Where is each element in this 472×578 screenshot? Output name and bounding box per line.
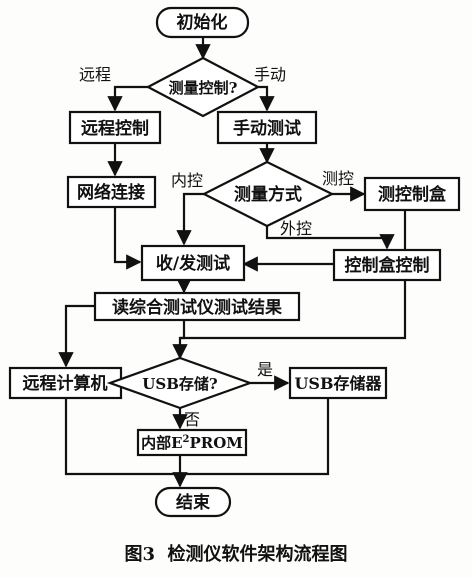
label-internal: 内控	[171, 171, 203, 190]
edge-remote-branch	[107, 85, 148, 112]
box-internal-eeprom-label: 内部E2PROM	[141, 434, 243, 452]
node-start: 初始化	[155, 6, 250, 39]
eeprom-superscript: 2	[183, 434, 190, 445]
edge-manual-branch	[258, 85, 275, 112]
label-yes: 是	[257, 360, 273, 379]
label-remote: 远程	[79, 65, 111, 84]
figure-caption: 图3 检测仪软件架构流程图	[124, 543, 347, 565]
decision-measure-control-label: 测量控制?	[169, 79, 238, 97]
node-end: 结束	[154, 486, 232, 518]
box-read-results-label: 读综合测试仪测试结果	[112, 297, 282, 318]
box-internal-eeprom: 内部E2PROM	[136, 428, 248, 457]
box-send-receive-label: 收/发测试	[156, 253, 230, 274]
box-send-receive: 收/发测试	[140, 244, 246, 282]
box-network-connect: 网络连接	[66, 175, 157, 209]
node-start-label: 初始化	[177, 12, 228, 33]
box-remote-control: 远程控制	[68, 110, 162, 145]
decision-usb-storage-label: USB存储?	[142, 375, 218, 393]
node-end-label: 结束	[176, 492, 210, 513]
box-remote-computer: 远程计算机	[8, 366, 123, 400]
eeprom-suffix: PROM	[189, 434, 242, 452]
box-manual-test-label: 手动测试	[233, 118, 301, 139]
edge-internal-branch	[176, 192, 204, 246]
label-measure: 测控	[322, 169, 354, 188]
box-measure-box: 测控制盒	[363, 176, 461, 212]
edge-remotepc-to-end	[64, 398, 180, 476]
decision-usb-storage: USB存储?	[106, 356, 254, 410]
edge-labels: 远程 手动 内控 测控 外控 是 否	[79, 65, 354, 429]
box-manual-test: 手动测试	[216, 110, 318, 145]
box-remote-control-label: 远程控制	[81, 118, 149, 139]
eeprom-prefix: 内部E	[141, 434, 182, 452]
edge-usbstorage-to-end	[180, 398, 330, 476]
edge-network-to-sendrecv	[113, 207, 142, 270]
edge-read-to-remotepc	[58, 304, 95, 368]
decision-measure-method: 测量方式	[201, 160, 335, 228]
box-usb-storage: USB存储器	[288, 366, 388, 400]
edge-read-to-usb-decision	[172, 320, 188, 360]
label-manual: 手动	[254, 65, 286, 84]
box-remote-computer-label: 远程计算机	[23, 373, 108, 394]
box-usb-storage-label: USB存储器	[294, 374, 382, 393]
box-control-box-label: 控制盒控制	[345, 255, 430, 276]
box-measure-box-label: 测控制盒	[378, 184, 447, 205]
box-network-connect-label: 网络连接	[77, 182, 145, 203]
edge-external-branch	[265, 226, 395, 250]
label-external: 外控	[280, 219, 312, 238]
box-control-box: 控制盒控制	[332, 248, 442, 282]
decision-measure-method-label: 测量方式	[234, 184, 302, 205]
box-read-results: 读综合测试仪测试结果	[93, 291, 301, 322]
label-no: 否	[184, 410, 200, 429]
decision-measure-control: 测量控制?	[145, 56, 261, 118]
